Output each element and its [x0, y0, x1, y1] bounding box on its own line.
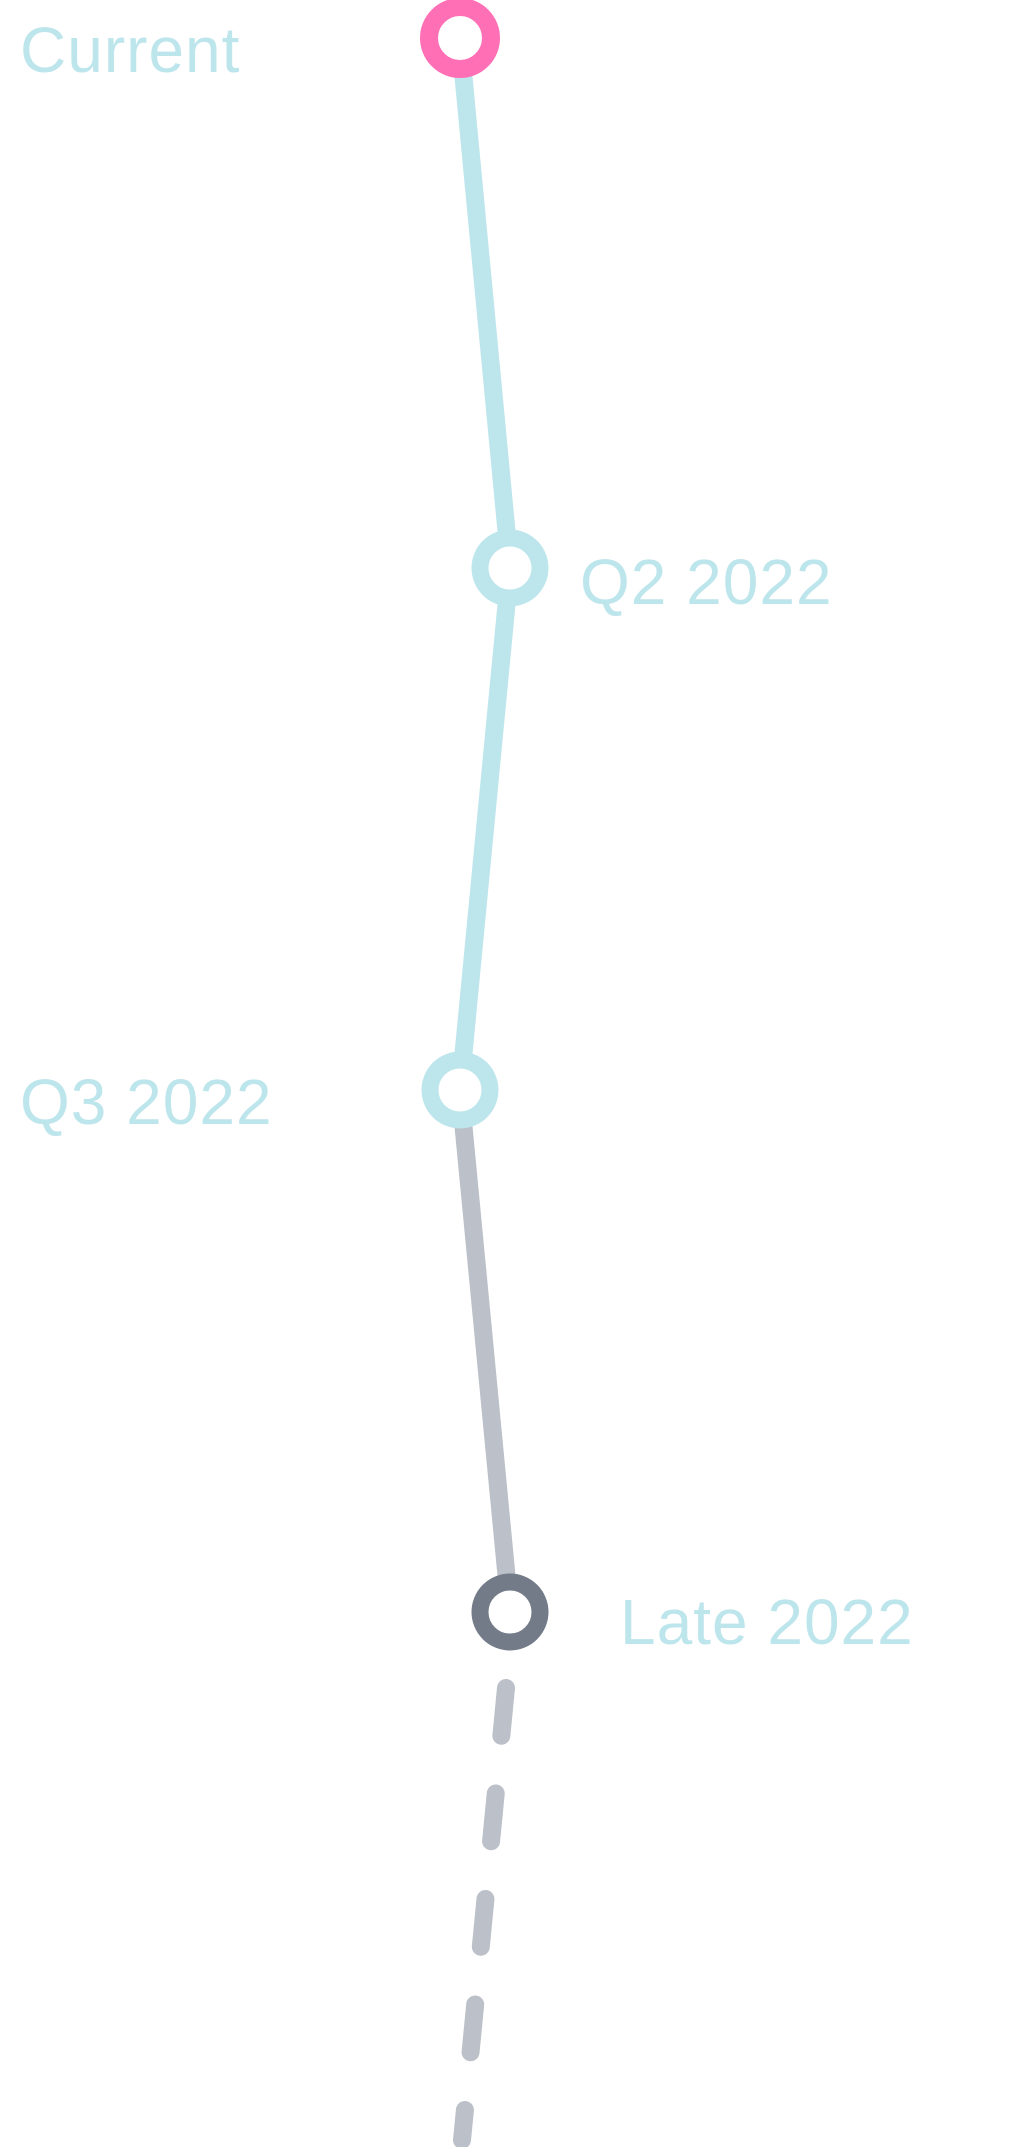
milestone-marker-q3-2022 — [421, 1051, 499, 1129]
timeline-segment-q3-to-late — [451, 1081, 519, 1621]
milestone-label-q2-2022: Q2 2022 — [580, 546, 833, 618]
milestone-marker-current — [420, 0, 500, 78]
timeline-segment-current-to-q2 — [451, 31, 519, 577]
milestone-marker-late-2022 — [471, 1573, 549, 1651]
milestone-label-q3-2022: Q3 2022 — [20, 1066, 273, 1138]
timeline-segment-future-dashed — [453, 1679, 515, 2147]
milestone-label-current: Current — [20, 14, 241, 86]
timeline-segment-q2-to-q3 — [451, 559, 519, 1099]
milestone-marker-q2-2022 — [471, 529, 549, 607]
milestone-label-late-2022: Late 2022 — [620, 1586, 914, 1658]
